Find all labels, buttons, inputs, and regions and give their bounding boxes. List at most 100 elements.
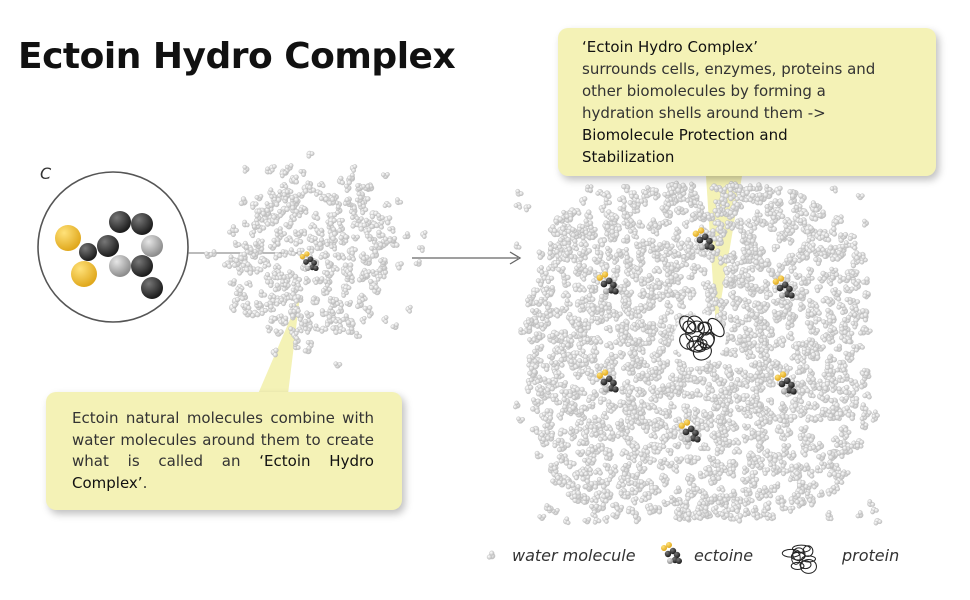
water-molecule	[687, 292, 696, 301]
water-molecule	[283, 220, 294, 230]
water-molecule	[747, 222, 758, 231]
water-molecule	[605, 252, 613, 261]
water-molecule	[536, 249, 546, 260]
water-molecule	[833, 343, 843, 352]
water-molecule	[630, 510, 639, 520]
water-molecule	[379, 269, 389, 280]
water-molecule	[709, 493, 718, 502]
water-molecule	[536, 265, 545, 275]
water-molecule	[354, 330, 363, 339]
water-molecule	[327, 296, 336, 304]
water-molecule	[318, 252, 328, 260]
water-molecule	[855, 193, 865, 201]
water-molecule	[273, 328, 284, 337]
water-molecule	[862, 218, 869, 228]
water-molecule	[333, 317, 343, 325]
water-molecule	[787, 505, 796, 514]
water-molecule	[640, 424, 650, 434]
water-molecule	[859, 402, 869, 412]
water-molecule	[257, 238, 265, 248]
water-molecule	[588, 424, 598, 434]
water-molecule	[608, 352, 619, 361]
water-molecule	[611, 264, 621, 274]
water-molecule	[839, 395, 850, 404]
water-molecule	[349, 164, 358, 173]
water-molecule	[369, 210, 379, 220]
water-molecule	[319, 325, 329, 334]
water-molecule	[861, 276, 870, 286]
water-molecule	[824, 355, 834, 365]
water-molecule	[556, 411, 565, 421]
water-molecule	[629, 471, 641, 481]
water-molecule	[862, 391, 872, 400]
water-molecule	[788, 265, 797, 274]
water-molecule	[280, 249, 289, 258]
water-molecule	[830, 402, 840, 412]
water-molecule	[298, 204, 307, 212]
water-molecule	[577, 249, 586, 258]
water-molecule	[610, 464, 619, 474]
water-molecule	[845, 355, 855, 363]
water-molecule	[280, 315, 289, 326]
water-molecule	[741, 302, 751, 311]
water-molecule	[327, 305, 335, 314]
water-molecule	[778, 401, 787, 411]
water-molecule	[578, 239, 589, 248]
water-molecule	[242, 309, 253, 318]
water-molecule	[764, 291, 774, 301]
water-molecule	[346, 253, 356, 262]
water-molecule	[660, 410, 670, 420]
water-molecule	[623, 267, 632, 277]
water-molecule	[828, 226, 838, 237]
water-molecule	[292, 335, 301, 345]
water-molecule	[825, 487, 834, 497]
water-molecule	[793, 272, 803, 280]
water-molecule	[781, 468, 790, 477]
water-molecule	[742, 465, 750, 475]
water-molecule	[516, 416, 526, 424]
water-molecule	[636, 370, 646, 380]
water-molecule	[700, 364, 710, 373]
water-molecule	[540, 362, 550, 373]
page-title: Ectoin Hydro Complex	[18, 36, 456, 77]
water-molecule	[395, 261, 404, 271]
water-molecule	[241, 240, 249, 250]
water-molecule	[578, 386, 588, 397]
water-molecule	[351, 234, 360, 242]
water-molecule	[643, 336, 653, 346]
water-molecule	[588, 224, 598, 234]
water-molecule	[222, 260, 233, 269]
water-molecule	[323, 279, 331, 288]
water-molecule	[238, 196, 248, 207]
water-molecule	[277, 209, 285, 219]
water-molecule	[598, 204, 607, 214]
water-molecule	[813, 316, 822, 325]
water-molecule	[545, 275, 555, 285]
water-molecule	[611, 313, 620, 322]
water-molecule	[626, 385, 635, 395]
water-molecule	[697, 376, 707, 386]
callout-right: ‘Ectoin Hydro Complex’ surrounds cells, …	[558, 28, 936, 176]
water-molecule	[798, 193, 807, 204]
water-molecule	[308, 222, 318, 230]
water-molecule	[816, 440, 825, 451]
ectoine-molecule	[299, 251, 319, 271]
water-molecule	[579, 272, 588, 282]
water-molecule	[269, 164, 277, 173]
water-molecule	[537, 312, 546, 322]
water-molecule	[284, 163, 294, 171]
water-molecule	[693, 388, 703, 398]
water-molecule	[549, 329, 560, 339]
water-molecule	[763, 279, 771, 289]
water-molecule	[265, 279, 274, 289]
water-molecule	[295, 282, 304, 292]
water-molecule	[600, 411, 609, 421]
water-molecule	[809, 211, 819, 222]
water-molecule	[317, 227, 325, 238]
water-molecule	[318, 193, 329, 202]
panel-label: C	[40, 164, 52, 183]
water-molecule	[571, 242, 580, 252]
water-molecule	[383, 215, 393, 226]
water-molecule	[807, 497, 816, 508]
water-molecule	[592, 517, 602, 525]
